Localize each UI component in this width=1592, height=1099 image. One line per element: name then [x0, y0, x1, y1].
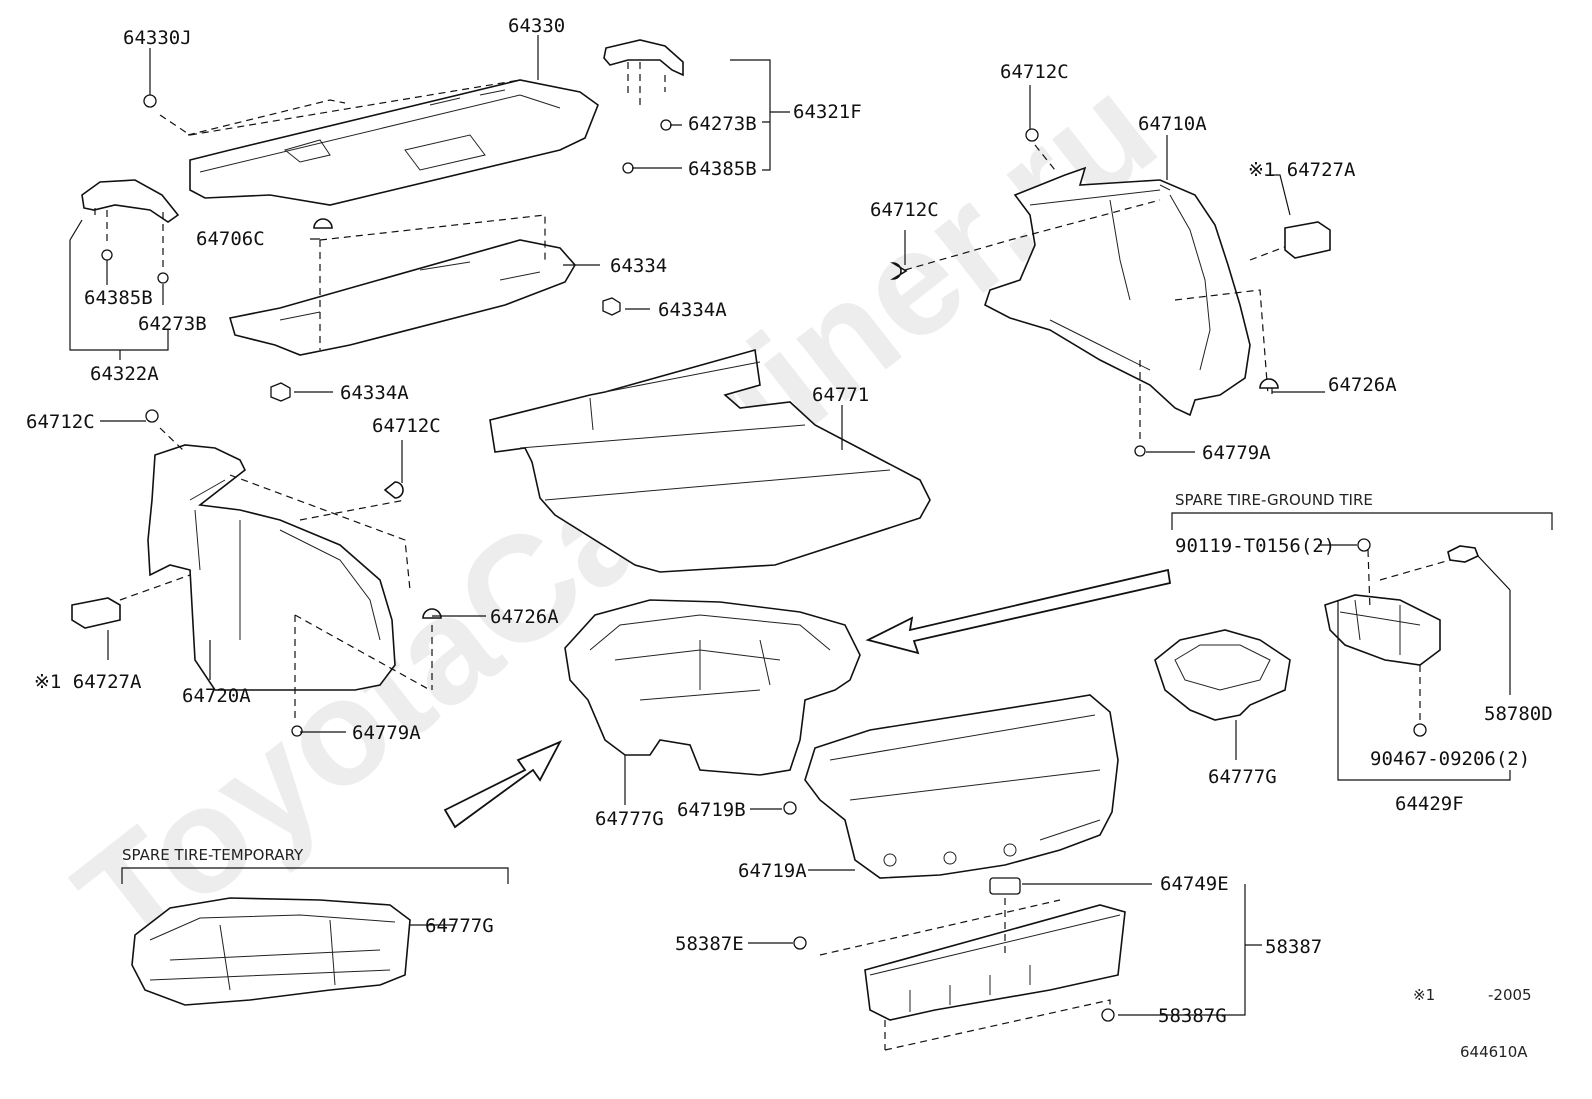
- arrow-right: [865, 568, 1172, 655]
- luggage-mat-64771-part[interactable]: [489, 348, 931, 573]
- label-64429F: 64429F: [1395, 793, 1464, 815]
- label-64779A-left: 64779A: [352, 722, 421, 744]
- label-64749E: 64749E: [1160, 873, 1229, 895]
- label-64710A: 64710A: [1138, 113, 1207, 135]
- bracket-64321F-part[interactable]: [603, 39, 684, 110]
- bracket-64322A-part[interactable]: [81, 179, 180, 270]
- side-trim-right-64710A-part[interactable]: [904, 144, 1291, 440]
- clip-64273B-left[interactable]: [157, 272, 169, 284]
- clip-58387E[interactable]: [793, 936, 807, 950]
- clip-64712C-left-1[interactable]: [145, 409, 159, 423]
- label-64334A-right: 64334A: [658, 299, 727, 321]
- label-64719B: 64719B: [677, 799, 746, 821]
- clip-64385B-left[interactable]: [101, 249, 113, 261]
- pad-64727A-left[interactable]: [71, 597, 121, 629]
- clip-64330J[interactable]: [143, 94, 157, 108]
- label-58387G: 58387G: [1158, 1005, 1227, 1027]
- clip-64712C-right-top[interactable]: [1025, 128, 1039, 142]
- section-bracket-ground: [1171, 512, 1553, 530]
- clip-64385B-top[interactable]: [622, 162, 634, 174]
- label-64385B-left: 64385B: [84, 287, 153, 309]
- label-64712C-left-1: 64712C: [26, 411, 95, 433]
- label-64779A-right: 64779A: [1202, 442, 1271, 464]
- section-title-temporary: SPARE TIRE-TEMPORARY: [122, 846, 304, 864]
- label-58780D: 58780D: [1484, 703, 1553, 725]
- clip-64712C-right-mid[interactable]: [890, 262, 908, 280]
- footnote-mark: ※1: [1413, 986, 1435, 1004]
- label-64727A-left: ※1 64727A: [34, 671, 142, 693]
- label-64712C-right-top: 64712C: [1000, 61, 1069, 83]
- label-64321F: 64321F: [793, 101, 862, 123]
- label-64726A-left: 64726A: [490, 606, 559, 628]
- label-64777G-center: 64777G: [595, 808, 664, 830]
- section-bracket-temporary: [121, 867, 509, 884]
- bolt-90119[interactable]: [1357, 538, 1371, 552]
- tray-mat-64334-part[interactable]: [228, 214, 576, 356]
- bolt-90467[interactable]: [1413, 723, 1427, 737]
- label-64719A: 64719A: [738, 860, 807, 882]
- label-64385B-top: 64385B: [688, 158, 757, 180]
- label-64712C-left-2: 64712C: [372, 415, 441, 437]
- label-64273B-left: 64273B: [138, 313, 207, 335]
- label-64706C: 64706C: [196, 228, 265, 250]
- label-64334A-left: 64334A: [340, 382, 409, 404]
- diagram-id: 644610A: [1460, 1043, 1528, 1061]
- clip-64726A-right[interactable]: [1259, 378, 1279, 389]
- cap-58780D[interactable]: [1447, 545, 1480, 563]
- label-58387E: 58387E: [675, 933, 744, 955]
- label-90119: 90119-T0156(2): [1175, 535, 1335, 557]
- clip-64273B-top[interactable]: [660, 119, 672, 131]
- footnote-range: -2005: [1488, 986, 1532, 1004]
- label-64720A: 64720A: [182, 685, 251, 707]
- clip-64719B[interactable]: [783, 801, 797, 815]
- label-64712C-right-mid: 64712C: [870, 199, 939, 221]
- label-64330: 64330: [508, 15, 565, 37]
- leader-lines: [69, 35, 1511, 1016]
- trunk-lid-trim-64719A-part[interactable]: [804, 694, 1119, 879]
- clip-64779A-left[interactable]: [291, 725, 303, 737]
- label-64330J: 64330J: [123, 27, 192, 49]
- clip-64706C[interactable]: [313, 218, 333, 229]
- holder-64429F-part[interactable]: [1324, 549, 1451, 720]
- clip-64712C-left-2[interactable]: [383, 481, 404, 499]
- spare-tire-tray-64777G-temp-part[interactable]: [131, 897, 411, 1006]
- label-64777G-ground: 64777G: [1208, 766, 1277, 788]
- sill-plate-58387-part[interactable]: [819, 898, 1126, 1051]
- package-tray-part[interactable]: [159, 79, 599, 206]
- label-64273B-top: 64273B: [688, 113, 757, 135]
- side-trim-left-64720A-part[interactable]: [119, 427, 433, 720]
- label-64727A-right: ※1 64727A: [1248, 159, 1356, 181]
- pad-64727A-right[interactable]: [1284, 221, 1331, 259]
- spare-tire-tray-64777G-center-part[interactable]: [564, 599, 861, 776]
- label-64334: 64334: [610, 255, 667, 277]
- label-64777G-temp: 64777G: [425, 915, 494, 937]
- pad-64334A-right[interactable]: [602, 297, 621, 316]
- spare-tire-tray-64777G-ground-part[interactable]: [1154, 629, 1291, 721]
- pad-64334A-left[interactable]: [270, 382, 291, 402]
- clip-58387G[interactable]: [1101, 1008, 1115, 1022]
- label-64322A: 64322A: [90, 363, 159, 385]
- label-58387: 58387: [1265, 936, 1322, 958]
- label-64726A-right: 64726A: [1328, 374, 1397, 396]
- section-title-ground: SPARE TIRE-GROUND TIRE: [1175, 491, 1373, 509]
- arrow-lower-left: [443, 740, 562, 829]
- clip-64749E[interactable]: [989, 877, 1021, 895]
- label-90467: 90467-09206(2): [1370, 748, 1530, 770]
- clip-64779A-right[interactable]: [1134, 445, 1146, 457]
- label-64771: 64771: [812, 384, 869, 406]
